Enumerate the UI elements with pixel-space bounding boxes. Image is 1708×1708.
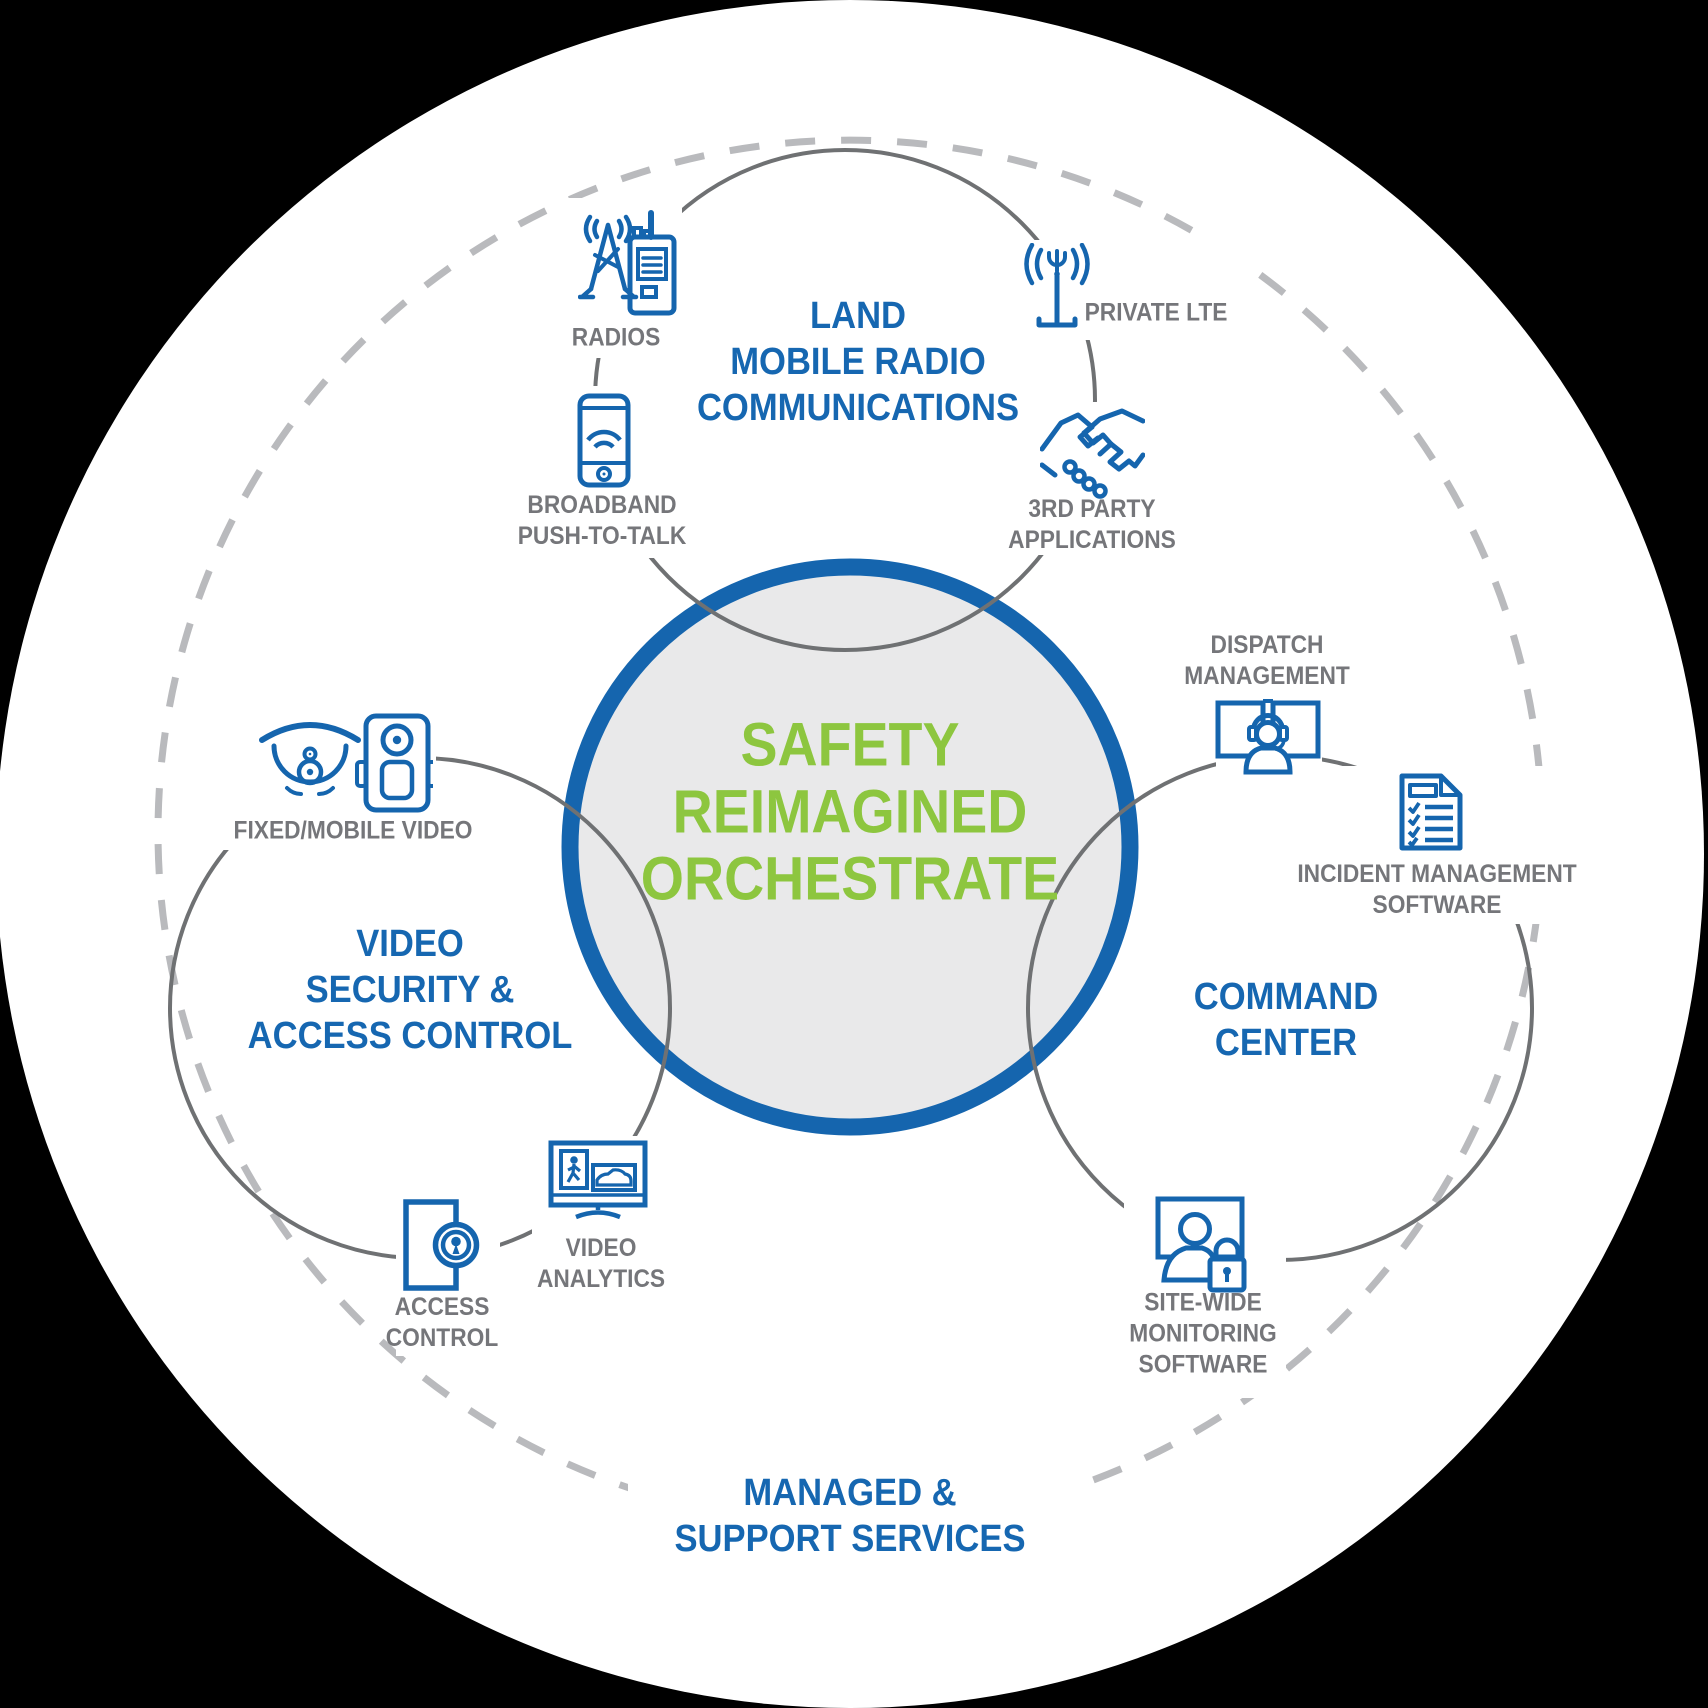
- lmr-heading: LAND MOBILE RADIO COMMUNICATIONS: [696, 295, 1020, 429]
- dispatch-icon: [1215, 697, 1321, 792]
- fixed-mobile-video-label: FIXED/MOBILE VIDEO: [233, 816, 473, 845]
- video-security-heading: VIDEO SECURITY & ACCESS CONTROL: [247, 923, 573, 1057]
- fixed-mobile-video-icon: [258, 706, 433, 834]
- incident-icon: [1398, 772, 1464, 852]
- broadband-ptt-label: BROADBAND PUSH-TO-TALK: [517, 491, 687, 550]
- access-control-icon: [400, 1198, 495, 1293]
- center-circle: [561, 558, 1139, 1136]
- video-analytics-icon: [548, 1140, 648, 1235]
- broadband-ptt-icon: [577, 393, 631, 488]
- private-lte-icon: [1012, 243, 1102, 338]
- center-title: SAFETY REIMAGINED ORCHESTRATE: [640, 710, 1060, 913]
- managed-services-dashed-ring: [154, 136, 1546, 1498]
- site-wide-icon: [1150, 1196, 1250, 1294]
- video-analytics-label: VIDEO ANALYTICS: [536, 1234, 666, 1293]
- private-lte-label: PRIVATE LTE: [1084, 298, 1228, 327]
- third-party-icon: [1040, 405, 1145, 500]
- arc-gap-masks: [222, 198, 1596, 1570]
- third-party-label: 3RD PARTY APPLICATIONS: [1008, 495, 1176, 554]
- access-control-label: ACCESS CONTROL: [385, 1293, 499, 1352]
- incident-label: INCIDENT MANAGEMENT SOFTWARE: [1297, 860, 1577, 919]
- site-wide-label: SITE-WIDE MONITORING SOFTWARE: [1129, 1288, 1277, 1379]
- radios-icon: [578, 207, 678, 319]
- dispatch-label: DISPATCH MANAGEMENT: [1184, 631, 1350, 690]
- managed-services-heading: MANAGED & SUPPORT SERVICES: [674, 1472, 1026, 1560]
- command-center-heading: COMMAND CENTER: [1193, 976, 1379, 1064]
- radios-label: RADIOS: [571, 323, 661, 352]
